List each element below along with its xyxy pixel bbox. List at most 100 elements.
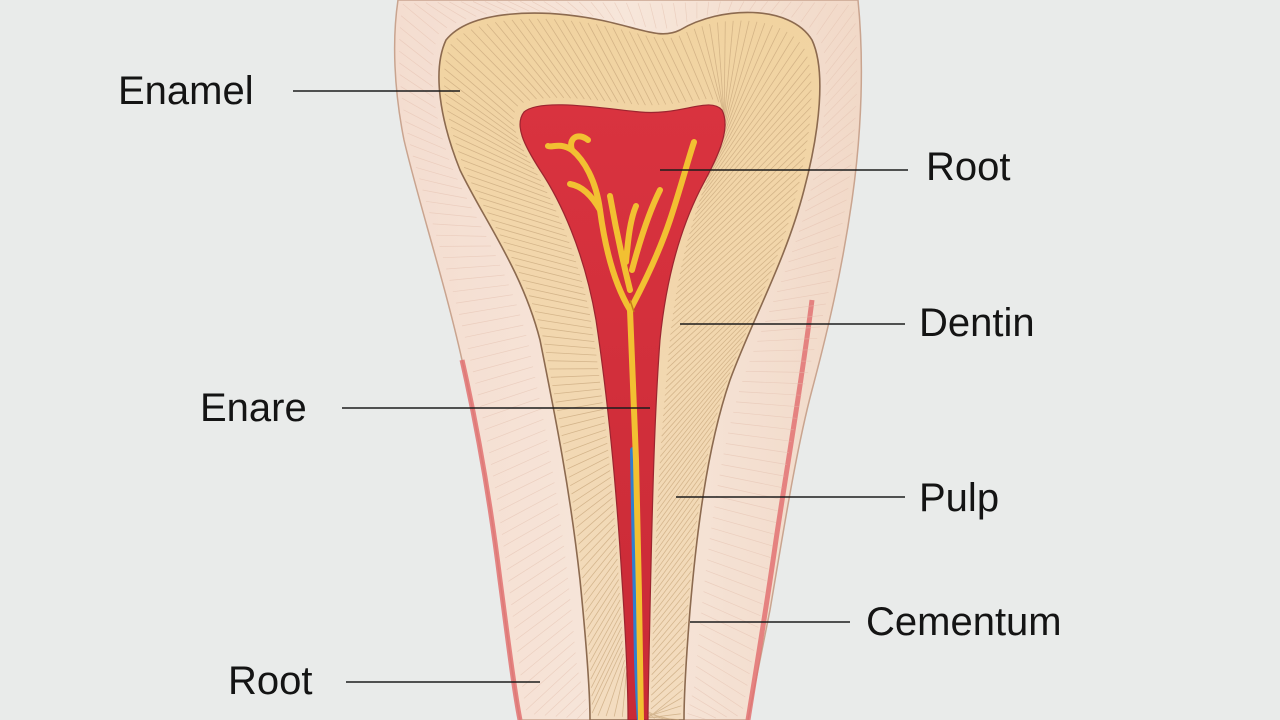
enamel-texture-line: [759, 1, 768, 12]
dentin-tubule-line: [650, 689, 683, 717]
enamel-texture-line: [509, 556, 566, 594]
enamel-texture-line: [807, 176, 850, 202]
enamel-texture-line: [429, 212, 477, 218]
dentin-tubule-line: [661, 340, 743, 430]
dentin-tubule-line: [678, 165, 804, 281]
dentin-tubule-line: [553, 19, 606, 102]
dentin-tubule-line: [518, 272, 584, 289]
dentin-tubule-line: [679, 157, 805, 275]
enamel-texture-line: [712, 516, 775, 535]
enamel-texture-line: [702, 601, 759, 628]
dentin-tubule-line: [467, 174, 554, 206]
dentin-tubule-line: [444, 68, 515, 127]
dentin-tubule-line: [651, 655, 685, 689]
enamel-texture-line: [733, 411, 797, 419]
dentin-tubule-line: [701, 56, 808, 196]
dentin-tubule-line: [567, 449, 609, 470]
enamel-texture-line: [673, 3, 678, 27]
dentin-tubule-line: [654, 520, 698, 580]
dentin-tubule-line: [677, 173, 802, 288]
dentin-tubule-line: [576, 497, 613, 528]
dentin-tubule-line: [658, 404, 721, 484]
enamel-texture-line: [809, 3, 827, 28]
dentin-tubule-line: [604, 25, 646, 106]
dentin-tubule-line: [657, 420, 716, 498]
enamel-texture-line: [770, 1, 780, 13]
dentin-tubule-line: [709, 31, 788, 172]
enamel-texture-line: [425, 200, 472, 209]
enamel-texture-line: [415, 167, 458, 180]
enamel-texture-line: [708, 548, 769, 570]
dentin-tubule-line: [693, 28, 720, 103]
dentin-tubule-line: [463, 33, 531, 101]
dentin-tubule-line: [597, 653, 624, 716]
dentin-tubule-line: [661, 348, 740, 437]
dentin-tubule-line: [670, 37, 700, 100]
enamel-texture-line: [488, 429, 546, 454]
enamel-texture-line: [765, 315, 824, 322]
enamel-texture-line: [788, 246, 839, 263]
dentin-tubule-line: [691, 98, 812, 228]
dentin-tubule-line: [674, 190, 798, 301]
enamel-texture-line: [820, 105, 857, 139]
dentin-tubule-line: [657, 412, 718, 491]
enamel-texture-line: [577, 708, 588, 719]
dentin-tubule-line: [662, 333, 747, 423]
dentin-tubule-line: [654, 512, 699, 573]
enamel-texture-line: [689, 704, 717, 719]
dentin-tubule-line: [495, 227, 572, 250]
dentin-tubule-line: [589, 613, 622, 671]
enamel-texture-line: [791, 234, 841, 253]
label-root-top: Root: [926, 145, 1011, 189]
dentin-tubule-line: [448, 118, 531, 164]
dentin-tubule-line: [678, 35, 707, 100]
enamel-texture-line: [590, 1, 605, 19]
enamel-texture-line: [711, 527, 773, 547]
enamel-texture-line: [757, 337, 818, 342]
enamel-texture-line: [824, 70, 858, 107]
enamel-texture-line: [432, 223, 482, 228]
dentin-tubule-line: [520, 18, 578, 99]
enamel-texture-line: [523, 652, 576, 699]
dentin-tubule-line: [456, 38, 524, 103]
enamel-texture-line: [544, 681, 582, 716]
dentin-tubule-line: [670, 230, 787, 335]
enamel-texture-line: [484, 1, 509, 13]
enamel-texture-line: [697, 644, 750, 675]
enamel-texture-line: [555, 1, 573, 14]
dentin-tubule-line: [595, 24, 639, 105]
dentin-tubule-line: [582, 538, 617, 579]
dentin-tubule-line: [478, 26, 544, 99]
enamel-texture-line: [449, 274, 505, 281]
dentin-tubule-line: [445, 60, 514, 120]
enamel-texture-line: [730, 422, 794, 431]
dentin-tubule-line: [470, 29, 537, 100]
dentin-tubule-line: [651, 613, 688, 655]
enamel-texture-line: [522, 641, 575, 687]
enamel-texture-line: [805, 187, 849, 212]
dentin-tubule-line: [511, 19, 571, 99]
enamel-texture-line: [515, 599, 571, 641]
enamel-texture-line: [781, 1, 792, 15]
dentin-tubule-line: [712, 28, 781, 166]
enamel-texture-line: [696, 665, 746, 698]
enamel-texture-line: [442, 255, 496, 259]
dentin-tubule-line: [652, 579, 691, 628]
dentin-tubule-line: [463, 167, 551, 200]
enamel-texture-line: [405, 121, 443, 140]
enamel-texture-line: [425, 2, 457, 24]
enamel-texture-line: [496, 0, 519, 12]
label-enare: Enare: [200, 386, 307, 430]
enamel-texture-line: [555, 690, 584, 717]
label-dentin: Dentin: [919, 301, 1035, 345]
dentin-tubule-line: [486, 23, 551, 99]
enamel-texture-line: [496, 471, 553, 500]
dentin-tubule-line: [562, 19, 612, 102]
dentin-tubule-line: [578, 511, 615, 545]
enamel-texture-line: [419, 178, 463, 190]
dentin-tubule-line: [587, 586, 620, 638]
enamel-texture-line: [494, 461, 552, 489]
enamel-texture-line: [819, 117, 856, 149]
dentin-tubule-line: [558, 408, 604, 420]
enamel-texture-line: [398, 50, 433, 77]
